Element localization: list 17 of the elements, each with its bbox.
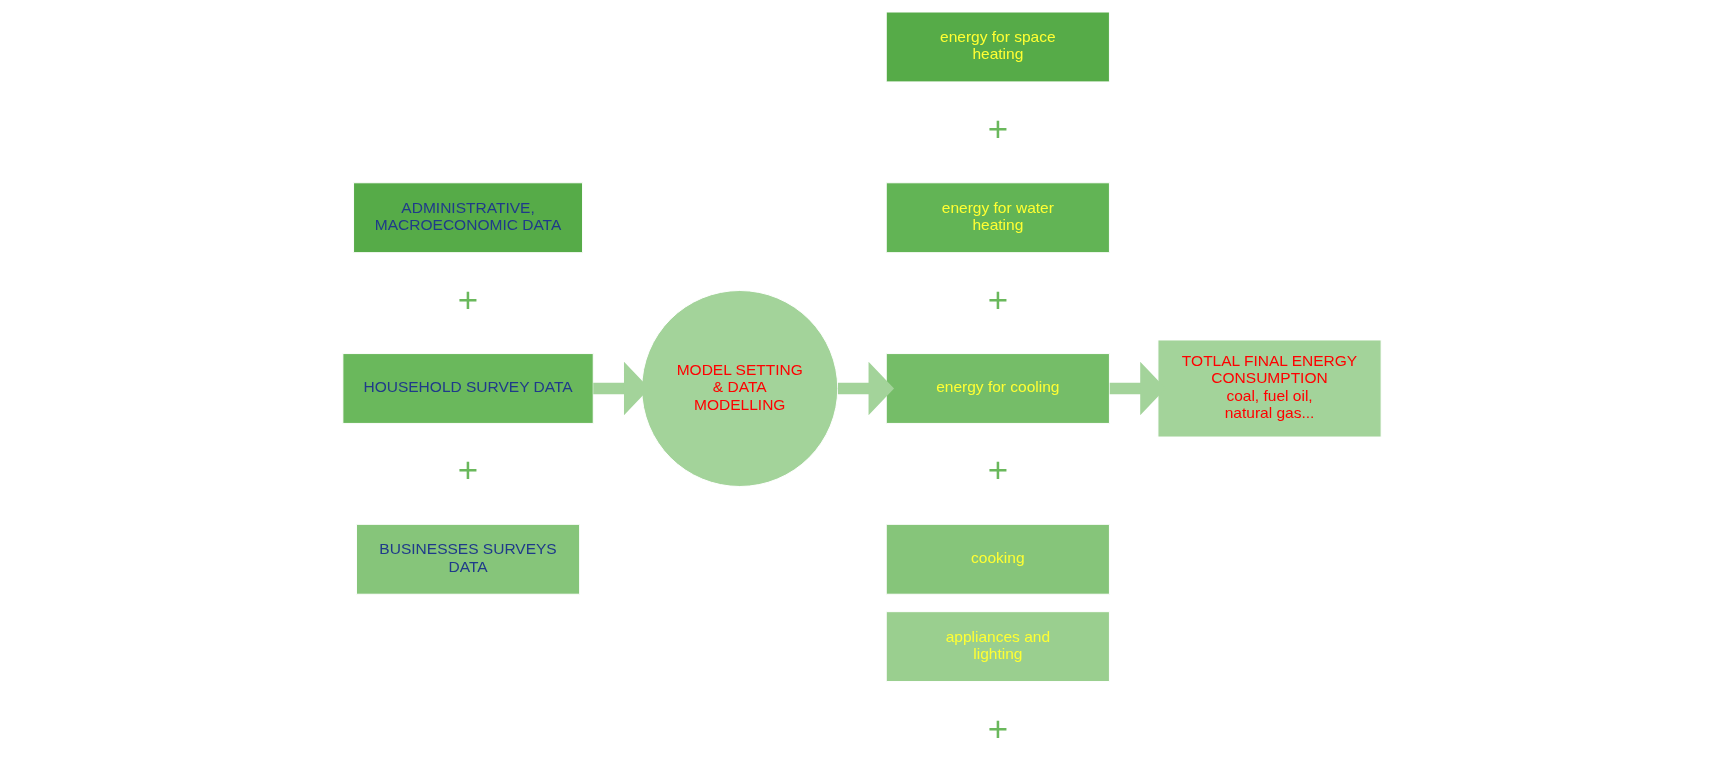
- node-box: ADMINISTRATIVE, MACROECONOMIC DATA: [353, 182, 584, 254]
- node-box: HOUSEHOLD SURVEY DATA: [342, 353, 594, 424]
- label: +: [987, 708, 1009, 748]
- label: +: [457, 450, 479, 490]
- node-box: TOTLAL FINAL ENERGY CONSUMPTION coal, fuel oil, natural gas...: [1157, 339, 1382, 438]
- node-box: BUSINESSES SURVEYS DATA: [356, 523, 581, 595]
- node-box: appliances and lighting: [885, 611, 1110, 683]
- node-box: energy for water heating: [885, 182, 1110, 254]
- label: +: [987, 279, 1009, 319]
- node-circle: MODEL SETTING & DATA MODELLING: [641, 290, 839, 487]
- label: +: [987, 450, 1009, 490]
- node-box: cooking: [885, 523, 1110, 595]
- label: +: [987, 108, 1009, 148]
- arrow: [837, 361, 895, 416]
- node-box: energy for space heating: [885, 11, 1110, 83]
- label: +: [457, 279, 479, 319]
- node-box: energy for cooling: [885, 353, 1110, 424]
